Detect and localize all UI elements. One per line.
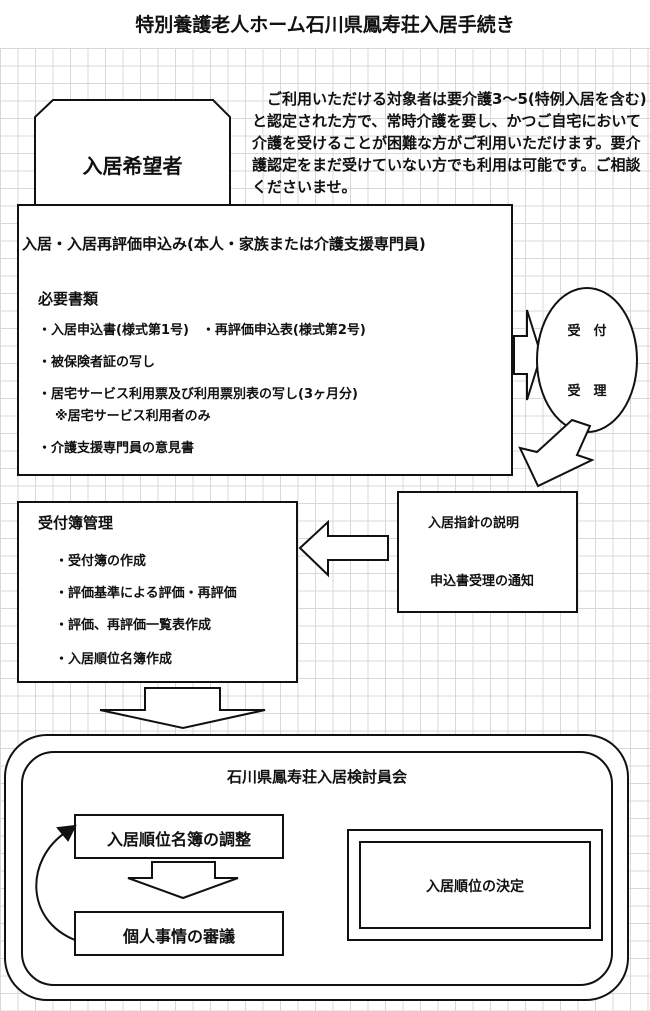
- doc-item: ・入居申込書(様式第1号) ・再評価申込表(様式第2号): [38, 323, 366, 338]
- application-box: [17, 204, 513, 476]
- notice-line: 申込書受理の通知: [430, 574, 535, 589]
- applicant-label: 入居希望者: [82, 154, 183, 178]
- committee-heading: 石川県鳳寿荘入居検討員会: [226, 768, 407, 786]
- ledger-item: ・評価、再評価一覧表作成: [55, 618, 212, 633]
- adjust-box: [74, 814, 284, 859]
- ledger-item: ・受付簿の作成: [55, 554, 147, 569]
- notice-box: [397, 491, 578, 613]
- application-heading: 入居・入居再評価申込み(本人・家族または介護支援専門員): [22, 235, 426, 253]
- doc-item: ・居宅サービス利用票及び利用票別表の写し(3ヶ月分): [38, 387, 358, 402]
- ledger-item: ・評価基準による評価・再評価: [55, 586, 237, 601]
- page-title: 特別養護老人ホーム石川県鳳寿荘入居手続き: [135, 14, 515, 36]
- ledger-box: [17, 501, 298, 683]
- doc-item: ・被保険者証の写し: [38, 355, 156, 370]
- adjust-label: 入居順位名簿の調整: [106, 830, 251, 849]
- docs-heading: 必要書類: [38, 290, 99, 308]
- doc-item: ・介護支援専門員の意見書: [38, 441, 195, 456]
- down-arrow: [99, 687, 266, 730]
- description: ご利用いただける対象者は要介護3～5(特例入居を含む)と認定された方で、常時介護…: [252, 90, 647, 196]
- doc-note: ※居宅サービス利用者のみ: [55, 409, 211, 424]
- review-label: 個人事情の審議: [122, 927, 235, 946]
- right-arrow: [513, 309, 543, 401]
- decision-inner: [359, 841, 591, 929]
- loop-arrowhead: [56, 824, 77, 842]
- decision-label: 入居順位の決定: [426, 879, 524, 895]
- loop-arrow: [35, 831, 76, 941]
- left-arrow: [298, 519, 389, 578]
- ledger-heading: 受付簿管理: [38, 514, 114, 532]
- ledger-item: ・入居順位名簿作成: [55, 652, 173, 667]
- notice-line: 入居指針の説明: [428, 516, 520, 531]
- acceptance-label: 受 理: [567, 384, 607, 399]
- reception-ellipse: [536, 287, 638, 433]
- reception-label: 受 付: [567, 324, 607, 339]
- review-box: [74, 911, 284, 956]
- small-down-arrow: [127, 861, 239, 900]
- down-left-arrow: [518, 418, 595, 488]
